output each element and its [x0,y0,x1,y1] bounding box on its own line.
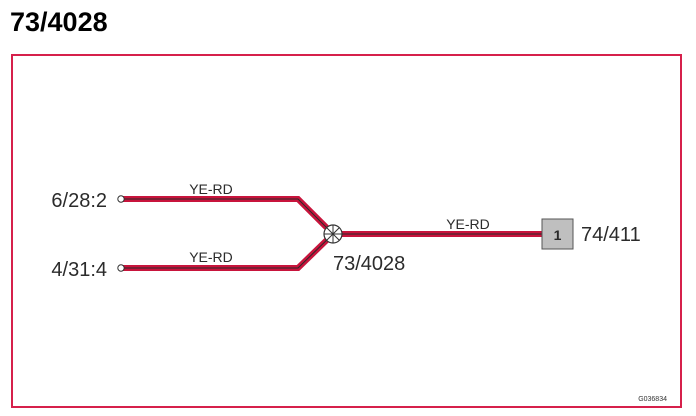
wire-lower [122,231,336,271]
wire-label-right: YE-RD [446,216,490,232]
splice-icon [323,224,343,244]
diagram-frame [11,54,682,408]
endpoint-label-bottom-left: 4/31:4 [51,259,107,281]
figure-code: G036834 [638,396,667,403]
terminal-bottom-left-icon [117,264,125,272]
wire-label-lower: YE-RD [189,249,233,265]
terminal-top-left-icon [117,195,125,203]
wire-upper [122,196,336,237]
page-title: 73/4028 [10,7,108,37]
connector-label: 74/411 [581,224,641,246]
wire-label-upper: YE-RD [189,181,233,197]
endpoint-label-top-left: 6/28:2 [51,190,107,212]
connector-pin-number: 1 [554,227,562,243]
splice-label: 73/4028 [333,253,405,275]
connector-box [541,218,574,250]
